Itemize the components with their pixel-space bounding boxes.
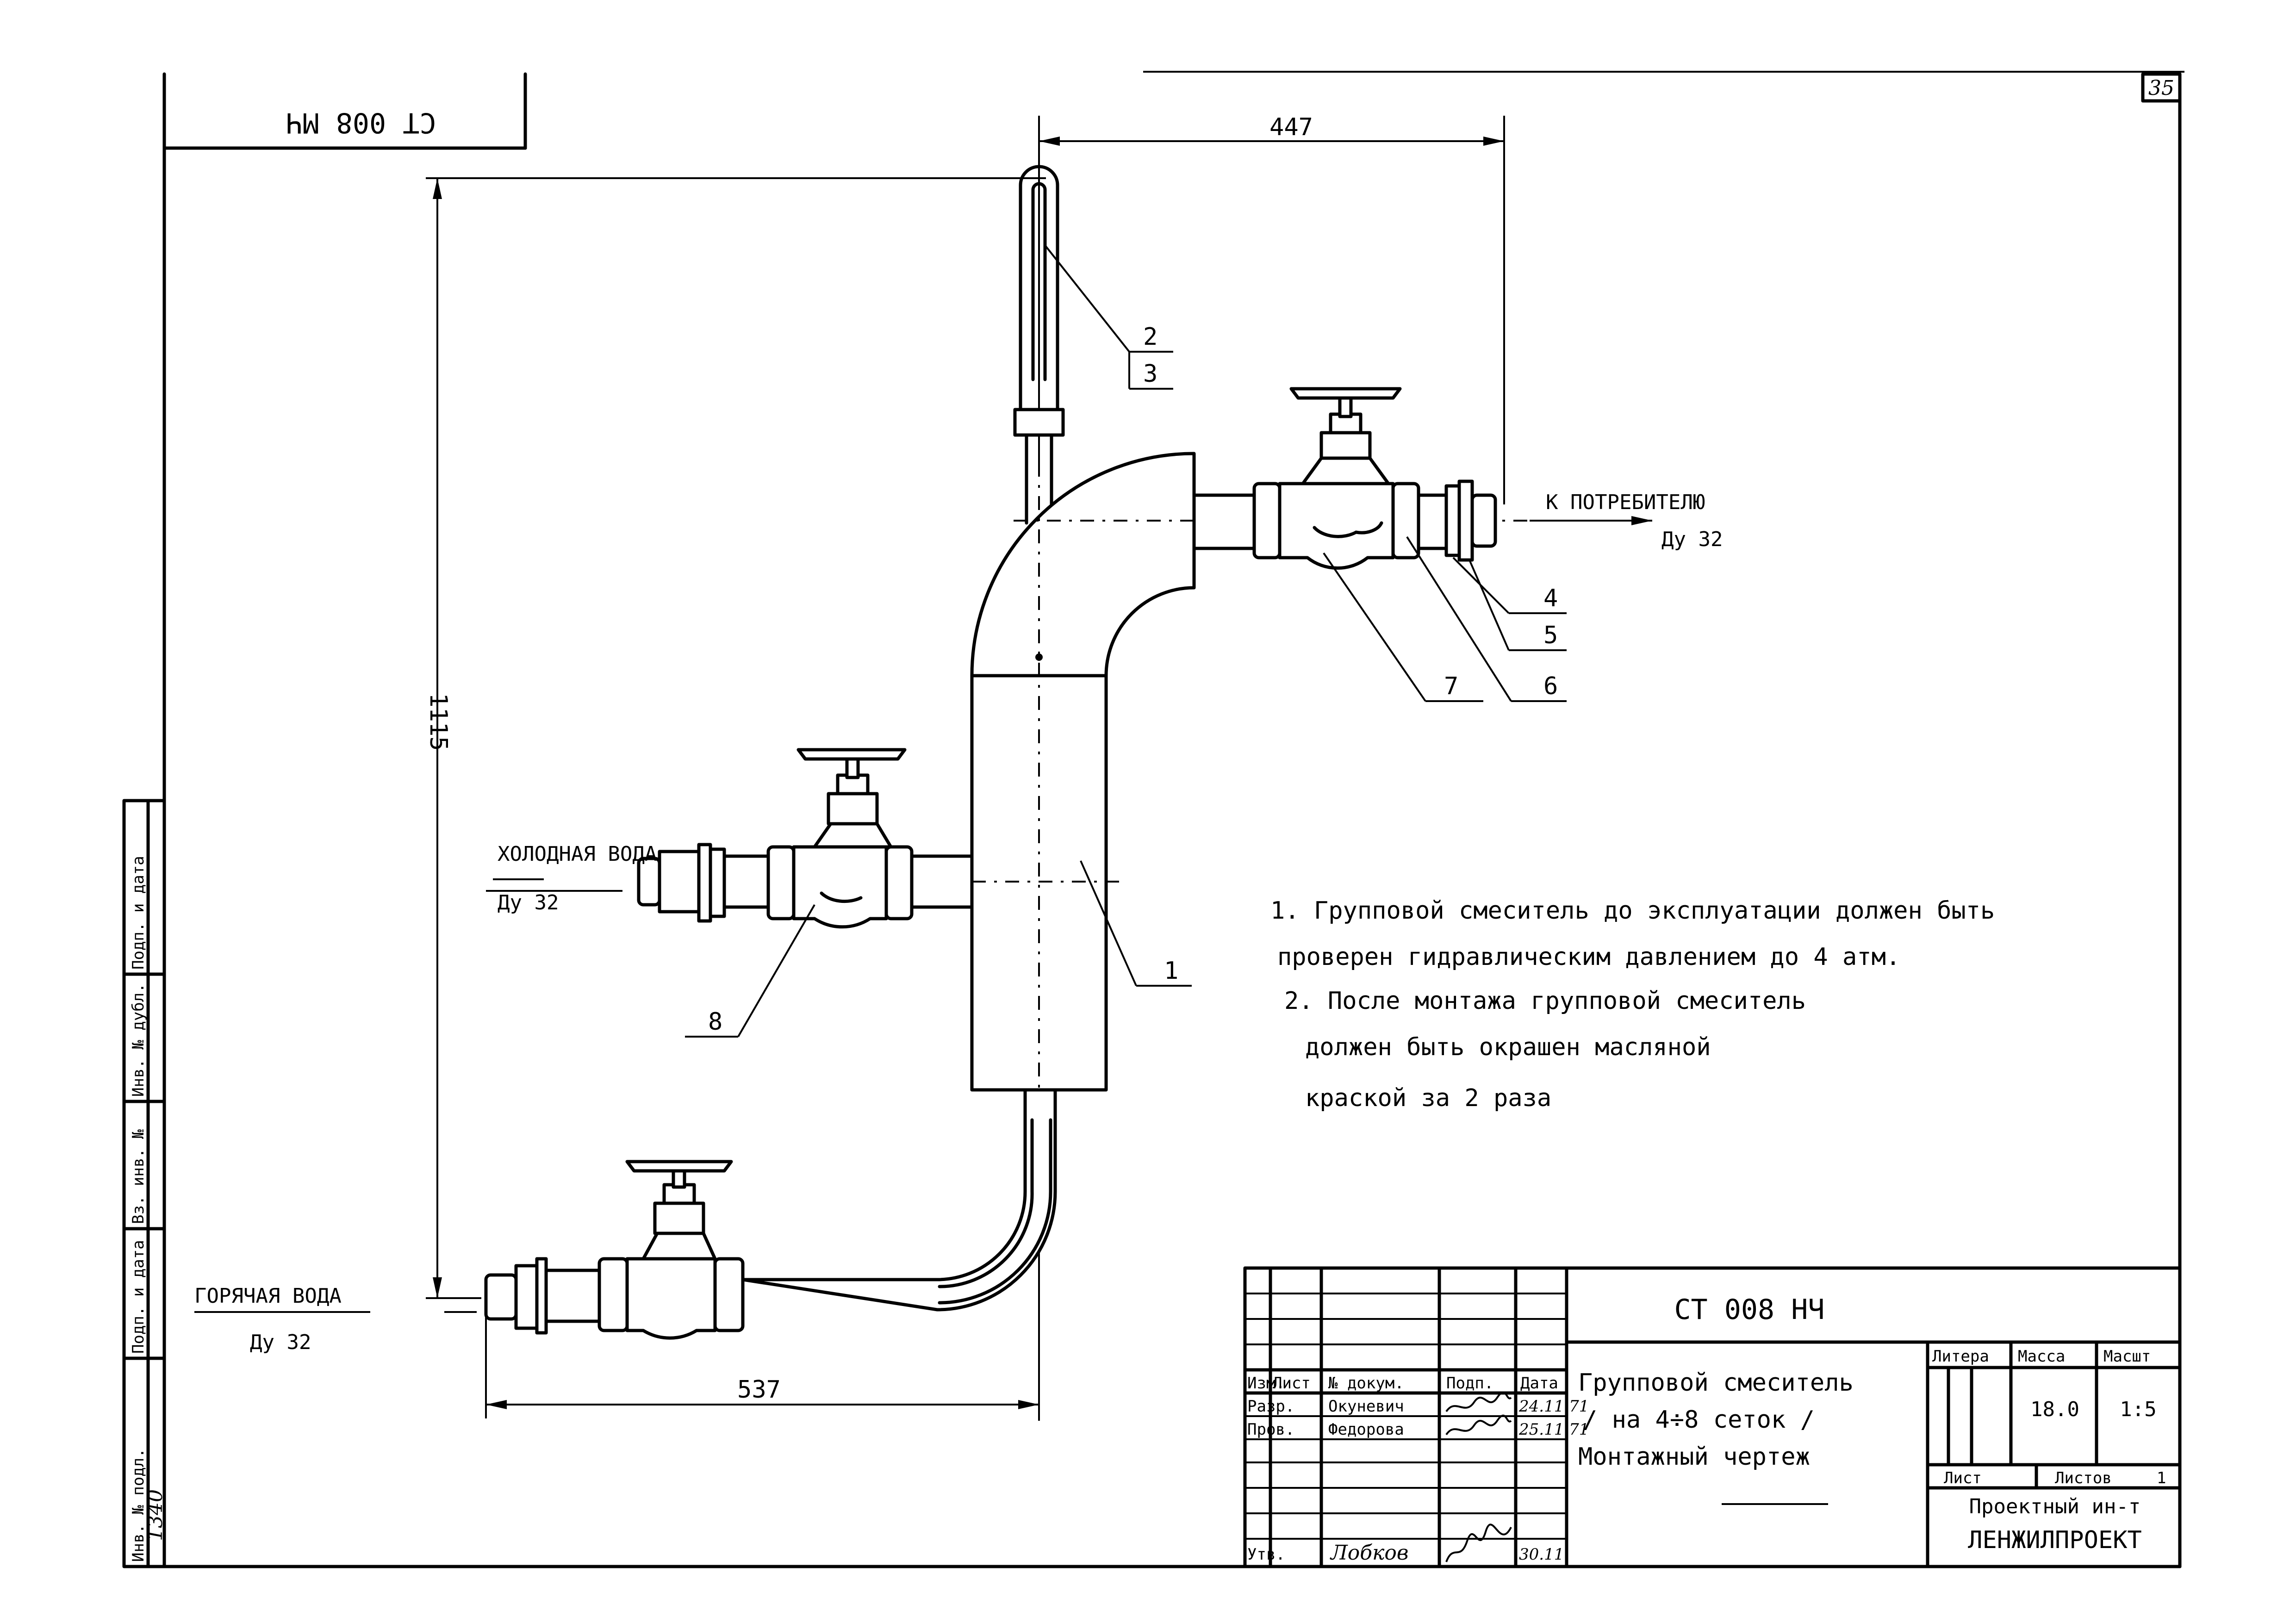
mixer-body [639,452,1527,1421]
callout-8: 8 [708,1008,722,1036]
flow-arrows [194,516,1652,1313]
strip-handwritten-number: 1340 [143,1489,167,1541]
title-block [1243,1266,2182,1568]
hot-water-label: ГОРЯЧАЯ ВОДА [194,1284,342,1308]
row-role-utv: Утв. [1247,1545,1285,1564]
title-line-1: Групповой смеситель [1578,1369,1854,1397]
sheets-value: 1 [2157,1469,2166,1487]
litera-label: Литера [1932,1347,1989,1366]
strip-podp-data-1: Подп. и дата [129,1240,148,1354]
cold-inlet-pipe [637,748,974,929]
strip-podp-data-2: Подп. и дата [129,856,148,970]
org-line-1: Проектный ин-т [1969,1495,2141,1518]
notes: 1. Групповой смеситель до эксплуатации д… [1270,897,1995,1112]
scale-label: Масшт [2103,1347,2151,1366]
dimension-lines [426,116,1505,1418]
callout-3: 3 [1143,360,1157,388]
header-izm: Изм. [1247,1374,1285,1393]
cold-water-size: Ду 32 [498,891,559,914]
dimension-1115: 1115 [424,693,452,751]
top-left-stamp [162,72,527,150]
callout-4: 4 [1543,585,1558,612]
row-date-utv: 30.11 [1519,1545,1564,1564]
row-role-prov: Пров. [1247,1420,1294,1439]
row-role-razr: Разр. [1247,1397,1294,1416]
signature-prov [1445,1414,1512,1436]
header-ndokum: № докум. [1328,1374,1404,1393]
mass-label: Масса [2018,1347,2065,1366]
hot-water-size: Ду 32 [250,1331,311,1354]
sheet-label: Лист [1944,1469,1982,1487]
note-line-2: проверен гидравлическим давлением до 4 а… [1277,943,1900,971]
mixer-assembly [484,165,1527,1421]
row-name-razr: Окуневич [1328,1397,1404,1416]
header-data: Дата [1520,1374,1558,1393]
consumer-label: К ПОТРЕБИТЕЛЮ [1546,491,1705,514]
callout-7: 7 [1444,672,1458,700]
strip-inv-dubl: Инв. № дубл. [129,983,148,1097]
callout-1: 1 [1164,957,1178,985]
title-line-2: / на 4÷8 сеток / [1583,1406,1815,1434]
callout-5: 5 [1543,622,1558,649]
cold-water-label: ХОЛОДНАЯ ВОДА [498,842,657,866]
note-line-5: краской за 2 раза [1305,1084,1551,1112]
dimension-447: 447 [1269,113,1313,141]
callout-2: 2 [1143,323,1157,351]
signature-utv [1445,1524,1512,1562]
callout-leaders [685,244,1567,1038]
stamp-code-mirrored: CT 008 MЧ [286,106,436,139]
row-name-prov: Федорова [1328,1420,1404,1439]
callout-6: 6 [1543,672,1558,700]
strip-vz-inv: Вз. инв. № [129,1129,148,1224]
sheet-number: 35 [2148,76,2174,100]
mass-value: 18.0 [2030,1398,2079,1421]
note-line-3: 2. После монтажа групповой смеситель [1284,987,1806,1015]
dimension-537: 537 [737,1376,781,1404]
sheets-label: Листов [2055,1469,2112,1487]
left-strip [122,799,166,1568]
org-line-2: ЛЕНЖИЛПРОЕКТ [1968,1526,2142,1554]
hot-inlet-pipe [484,1088,1057,1340]
row-date-prov: 25.11.71 [1518,1420,1589,1439]
thermometer [1013,165,1065,525]
title-code: СТ 008 НЧ [1674,1293,1824,1326]
header-list: Лист [1273,1374,1311,1393]
outlet-pipe [1192,387,1497,570]
row-name-utv: Лобков [1330,1541,1408,1565]
strip-inv-podl: Инв. № подл. [129,1448,148,1562]
title-line-3: Монтажный чертеж [1578,1443,1810,1471]
scale-value: 1:5 [2120,1398,2156,1421]
consumer-size: Ду 32 [1661,528,1723,551]
note-line-1: 1. Групповой смеситель до эксплуатации д… [1270,897,1995,925]
signature-razr [1445,1391,1512,1412]
header-podp: Подп. [1446,1374,1493,1393]
row-date-razr: 24.11.71 [1518,1397,1589,1416]
note-line-4: должен быть окрашен масляной [1305,1033,1711,1061]
